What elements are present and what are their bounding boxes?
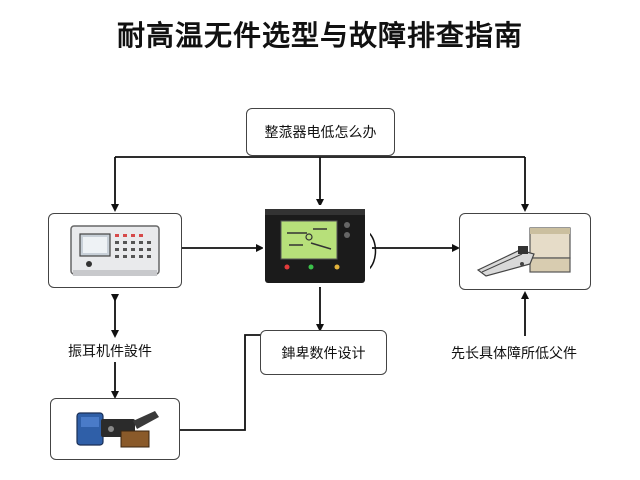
middle-node-label: 鋛卑数件设计	[281, 345, 366, 362]
page-title: 耐高温无件选型与故障排查指南	[116, 19, 523, 52]
center-device-box	[263, 205, 370, 287]
industrial-machine-icon	[476, 227, 571, 277]
top-node: 整蒎器电低怎么办	[246, 108, 395, 156]
tool-to-middle-line	[180, 334, 262, 431]
control-panel-icon	[70, 225, 160, 276]
left-device-box	[48, 213, 182, 288]
right-label: 先长具体障所低父件	[451, 346, 577, 362]
center-cable	[367, 231, 377, 271]
controller-unit-icon	[265, 209, 365, 283]
left-label: 振耳机件設件	[68, 344, 152, 360]
middle-node: 鋛卑数件设计	[260, 330, 387, 375]
bottom-tool-box	[50, 398, 180, 460]
hand-tool-icon	[76, 411, 159, 448]
top-node-label: 整蒎器电低怎么办	[264, 125, 377, 141]
right-device-box	[459, 213, 591, 290]
